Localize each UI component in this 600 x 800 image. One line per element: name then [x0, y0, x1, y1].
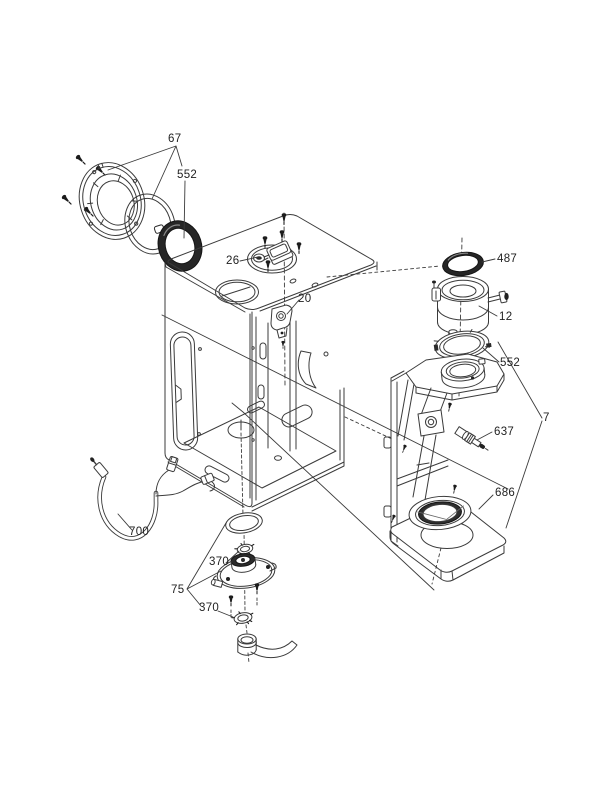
thermostat-probe-637 — [454, 426, 489, 451]
front-flange-group — [60, 145, 203, 272]
part-label-487: 487 — [497, 253, 518, 265]
side-wall-cutout — [169, 331, 199, 451]
flange-ring — [78, 162, 146, 240]
part-label-700: 700 — [129, 526, 150, 538]
part-label-637: 637 — [494, 426, 515, 438]
base-bowl-seal-ring-686 — [408, 495, 472, 531]
seal-washer-lower-370 — [231, 611, 254, 626]
part-label-686: 686 — [495, 487, 516, 499]
part-label-75: 75 — [171, 584, 185, 596]
part-label-67: 67 — [168, 133, 182, 145]
part-label-552-funnel: 552 — [500, 357, 521, 369]
front-seal-ring-552 — [153, 220, 203, 272]
part-label-370-upper: 370 — [209, 556, 230, 568]
outlet-fitting — [237, 633, 257, 656]
cabinet-chassis — [164, 212, 378, 512]
wiring-harness-700 — [90, 456, 215, 541]
valve-body — [210, 553, 277, 589]
part-label-20: 20 — [298, 293, 312, 305]
interior-hinge-bracket — [270, 299, 300, 349]
part-label-7: 7 — [543, 412, 550, 424]
part-label-370-lower: 370 — [199, 602, 220, 614]
upper-seal-ring-487 — [442, 251, 484, 277]
valve-body-group — [186, 432, 298, 664]
frame-collar — [440, 358, 486, 389]
part-label-12: 12 — [499, 311, 513, 323]
leader-lines — [161, 256, 509, 591]
top-panel-switch — [253, 240, 294, 265]
support-frame-assembly — [383, 341, 543, 585]
part-label-552-front: 552 — [177, 169, 198, 181]
part-label-26: 26 — [226, 255, 240, 267]
mount-ring — [225, 512, 263, 534]
